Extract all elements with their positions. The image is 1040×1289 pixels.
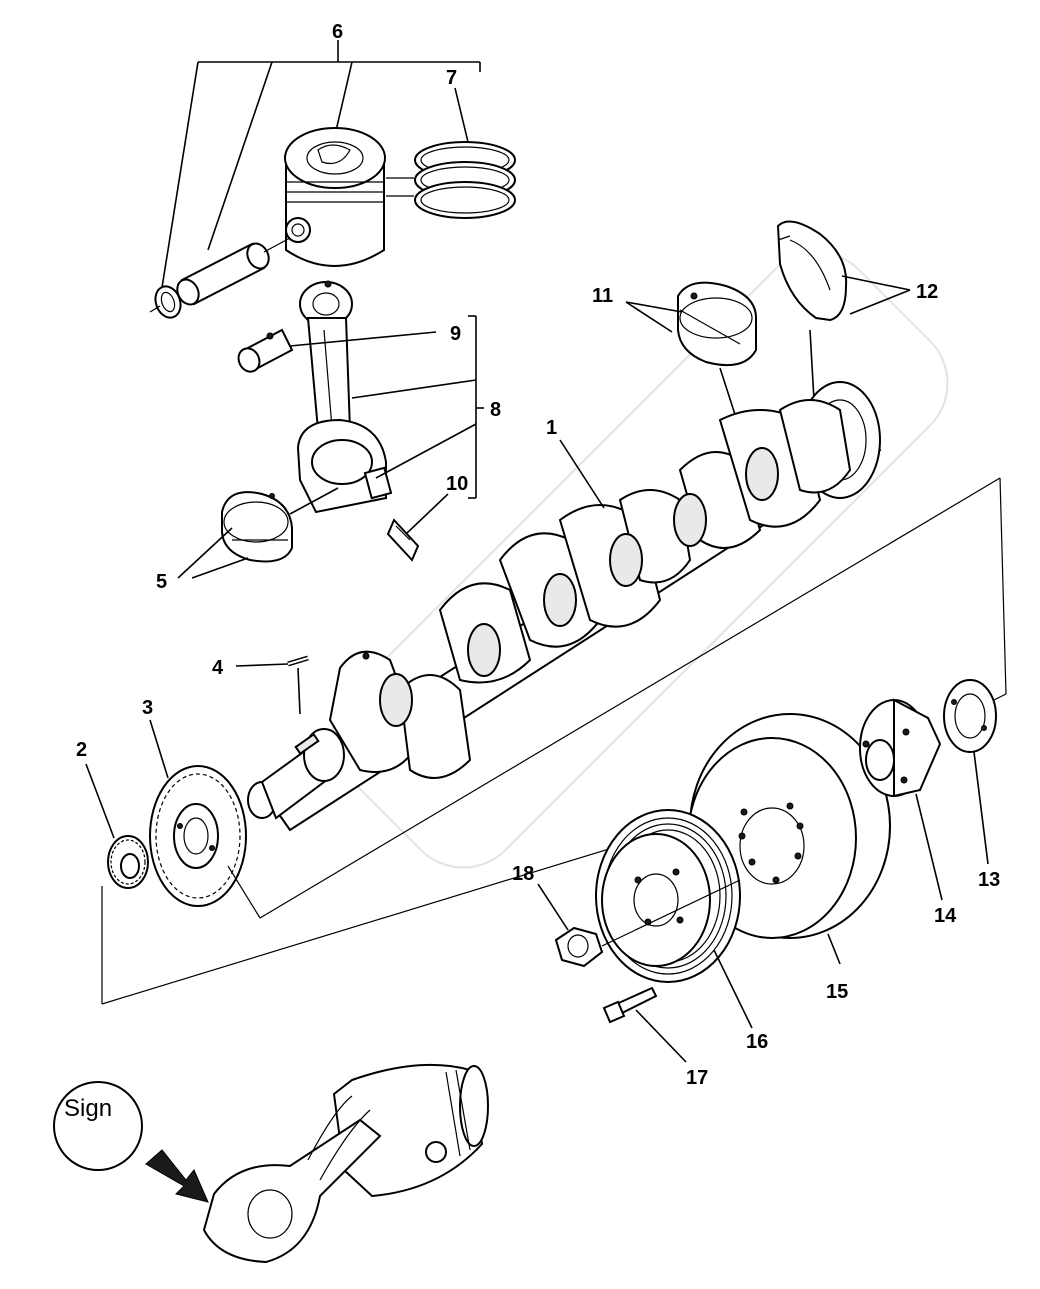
- crankshaft-pulley: [595, 809, 741, 983]
- piston: [284, 127, 386, 267]
- callout-12: 12: [916, 281, 938, 303]
- callout-15: 15: [826, 981, 848, 1003]
- callout-2: 2: [76, 739, 87, 761]
- leader-12: [809, 275, 911, 401]
- callout-16: 16: [746, 1031, 768, 1053]
- main-bearing-shells: [677, 281, 757, 366]
- piston-pin: [176, 237, 291, 306]
- callout-1: 1: [546, 417, 557, 439]
- connecting-rod: [296, 280, 393, 514]
- callout-4: 4: [212, 657, 224, 679]
- sign-label: Sign: [64, 1095, 112, 1122]
- leader-1: [559, 439, 605, 509]
- leader-18: [537, 883, 569, 931]
- callout-14: 14: [934, 905, 957, 927]
- callout-3: 3: [142, 697, 153, 719]
- callout-7: 7: [446, 67, 457, 89]
- circlip: [149, 285, 182, 319]
- leader-6: [159, 40, 481, 301]
- timing-gear: [149, 765, 247, 907]
- thrust-washers: [776, 220, 848, 322]
- crank-gear: [107, 835, 149, 889]
- callout-18: 18: [512, 863, 534, 885]
- damper-hub: [859, 698, 942, 798]
- crank-journals: [379, 447, 779, 727]
- leader-15: [827, 933, 841, 965]
- crankshaft: [247, 381, 882, 832]
- leader-16: [713, 949, 753, 1029]
- front-seal-washer: [943, 679, 997, 753]
- callout-9: 9: [450, 323, 461, 345]
- callout-17: 17: [686, 1067, 708, 1089]
- small-end-bush: [237, 328, 294, 373]
- piston-rings: [386, 141, 516, 219]
- watermark: [331, 251, 949, 869]
- rod-bolt: [386, 518, 420, 562]
- callout-13: 13: [978, 869, 1000, 891]
- callout-10: 10: [446, 473, 468, 495]
- leader-3: [149, 719, 169, 779]
- callout-5: 5: [156, 571, 167, 593]
- dowel-pin: [287, 655, 309, 667]
- leader-13: [973, 751, 989, 865]
- leader-2: [85, 763, 115, 839]
- callout-11: 11: [592, 285, 613, 307]
- leader-4: [235, 663, 301, 715]
- callout-8: 8: [490, 399, 501, 421]
- leader-17: [635, 1009, 687, 1063]
- leader-14: [915, 793, 943, 901]
- rod-bearing-shells: [221, 491, 293, 563]
- leader-7: [454, 87, 469, 143]
- leader-8: [289, 315, 484, 535]
- pulley-bolt: [602, 986, 658, 1024]
- leader-5: [177, 487, 339, 579]
- sign-arrow-icon: [145, 1149, 209, 1203]
- sign-detail: [53, 1063, 489, 1264]
- castle-nut: [554, 879, 741, 968]
- callout-6: 6: [332, 21, 343, 43]
